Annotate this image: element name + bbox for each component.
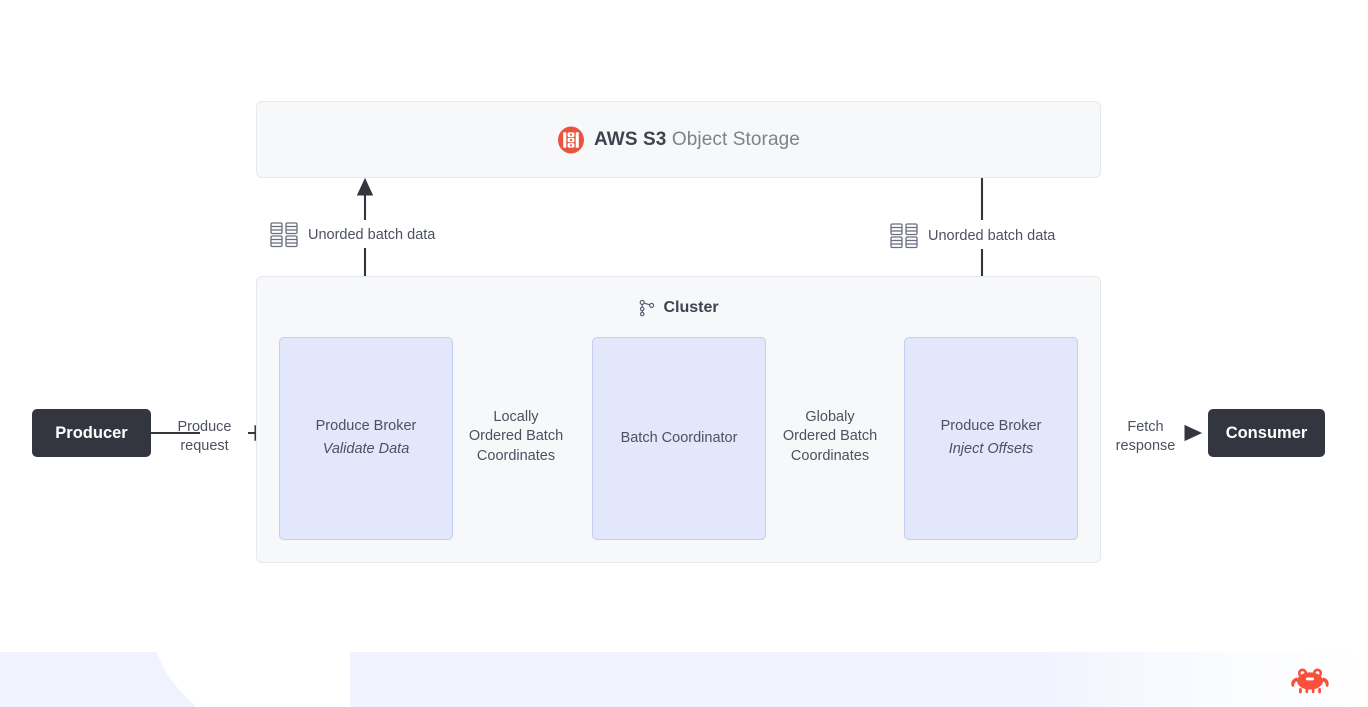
node-title: Produce Broker [940,418,1042,435]
cluster-label: Cluster [663,299,719,316]
aws-s3-icon [557,126,585,154]
footer-swoosh-decoration [150,652,350,707]
edge-label-globaly-ordered: Globaly Ordered Batch Coordinates [782,409,878,464]
database-stack-icon [270,222,300,248]
cluster-node-produce-broker-validate[interactable]: Produce Broker Validate Data [279,337,453,540]
cluster-header: Cluster [257,299,1100,317]
node-title: Produce Broker [315,418,417,435]
aws-s3-sublabel: Object Storage [671,128,800,150]
cluster-node-batch-coordinator[interactable]: Batch Coordinator [592,337,766,540]
node-subtitle: Inject Offsets [948,441,1034,457]
cluster-nodes-icon [638,299,656,317]
database-stack-icon [890,223,920,249]
aws-s3-label: AWS S3 Object Storage [594,129,800,151]
producer-node[interactable]: Producer [32,409,151,457]
footer-band [0,652,1368,707]
node-subtitle: Validate Data [322,441,410,457]
batch-upload-text: Unorded batch data [308,227,436,243]
crab-logo [1288,655,1332,699]
consumer-node[interactable]: Consumer [1208,409,1325,457]
edge-label-locally-ordered: Locally Ordered Batch Coordinates [468,409,564,464]
batch-download-label: Unorded batch data [890,223,1055,249]
edge-label-fetch-response: Fetch response [1115,419,1176,455]
edge-label-produce-request: Produce request [177,419,232,455]
node-title: Batch Coordinator [620,429,738,446]
aws-s3-container: AWS S3 Object Storage [256,101,1101,178]
batch-download-text: Unorded batch data [928,228,1056,244]
batch-upload-label: Unorded batch data [270,222,435,248]
aws-s3-brand: AWS S3 [594,128,667,150]
cluster-node-produce-broker-inject[interactable]: Produce Broker Inject Offsets [904,337,1078,540]
